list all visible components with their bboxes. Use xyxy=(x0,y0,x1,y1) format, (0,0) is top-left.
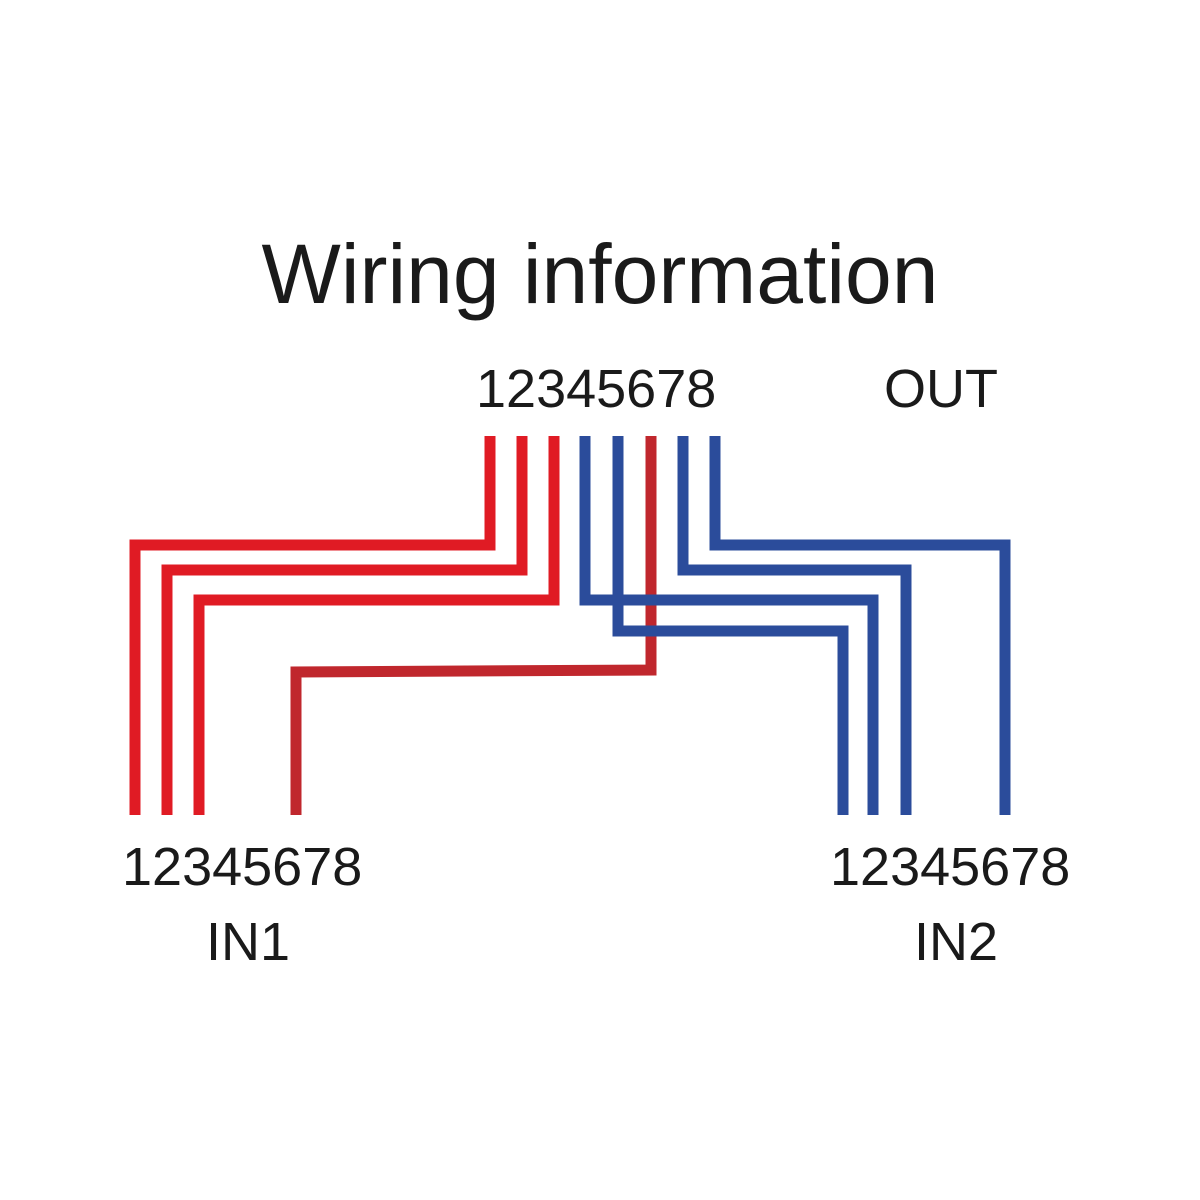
wire-out-7-to-in2-5 xyxy=(677,436,912,815)
in1-pin-numbers: 12345678 xyxy=(122,837,363,897)
out-pin-numbers: 12345678 xyxy=(476,359,717,419)
in2-connector-label: IN2 xyxy=(914,912,999,972)
wire-out-4-to-in2-4 xyxy=(579,436,879,815)
wires-group xyxy=(129,436,1011,815)
wire-out-3-to-in1-3 xyxy=(193,436,560,815)
wire-out-8-to-in2-8 xyxy=(709,436,1011,815)
in2-pin-numbers: 12345678 xyxy=(830,837,1071,897)
wire-out-1-to-in1-1 xyxy=(129,436,496,815)
page-title: Wiring information xyxy=(261,227,939,321)
wire-out-6-to-in1-6 xyxy=(290,436,657,815)
out-connector-label: OUT xyxy=(884,359,998,419)
wire-out-5-to-in2-3 xyxy=(612,436,849,815)
in1-connector-label: IN1 xyxy=(206,912,291,972)
wire-out-2-to-in1-2 xyxy=(161,436,528,815)
